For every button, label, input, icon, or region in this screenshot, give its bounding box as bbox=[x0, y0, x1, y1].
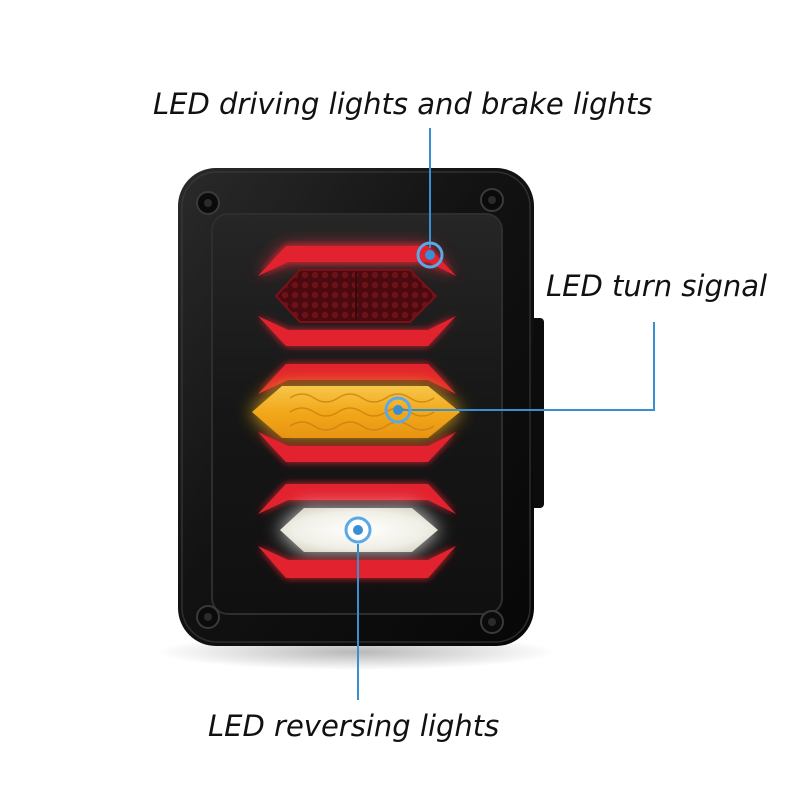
turn-led-bottom-bar bbox=[258, 432, 456, 462]
screw-icon bbox=[196, 191, 220, 215]
target-circle-icon bbox=[384, 396, 412, 424]
target-circle-icon bbox=[344, 516, 372, 544]
turn-signal-module bbox=[250, 364, 462, 462]
callout-line-turn bbox=[400, 322, 655, 411]
reverse-led-top-bar bbox=[258, 484, 456, 514]
housing-rim-highlight bbox=[181, 171, 531, 643]
callout-lines bbox=[357, 128, 655, 700]
brake-led-bottom-bar bbox=[258, 316, 456, 346]
screw-icon bbox=[196, 605, 220, 629]
amber-led-panel bbox=[252, 386, 460, 438]
turn-led-top-bar bbox=[258, 364, 456, 394]
callout-label-reversing-lights: LED reversing lights bbox=[208, 709, 500, 743]
screw-icon bbox=[480, 610, 504, 634]
target-circle-icon bbox=[416, 241, 444, 269]
brake-led-top-bar bbox=[258, 246, 456, 276]
brake-light-module bbox=[258, 246, 456, 346]
screw-icon bbox=[480, 188, 504, 212]
callout-label-brake-lights: LED driving lights and brake lights bbox=[153, 87, 653, 121]
callout-label-turn-signal: LED turn signal bbox=[546, 269, 768, 303]
